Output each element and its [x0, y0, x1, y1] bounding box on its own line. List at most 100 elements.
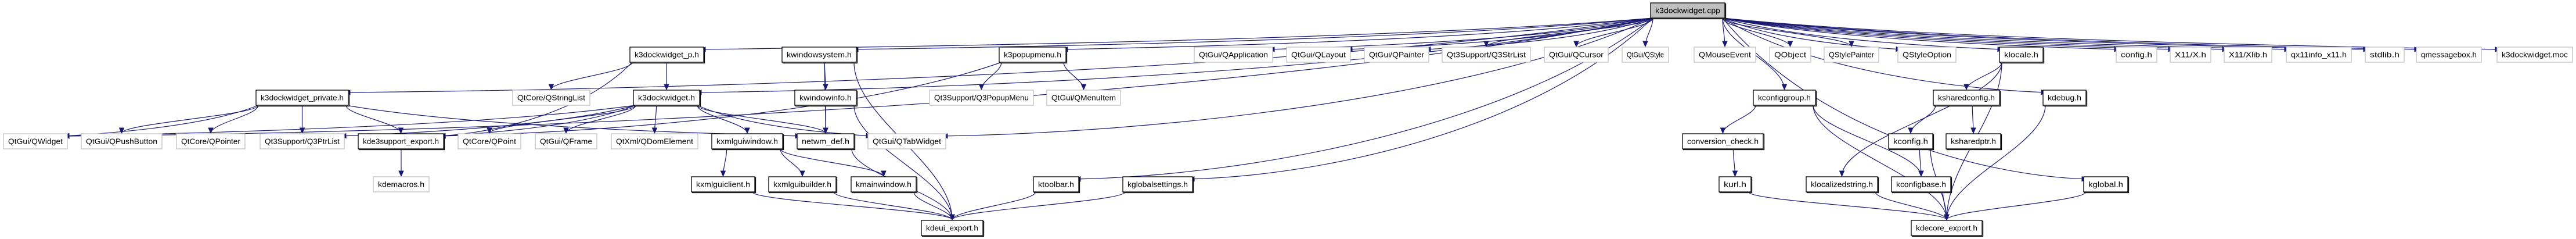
node-box [2416, 47, 2482, 63]
edge-k3dockwidget_cpp-to-X11_X_h [1722, 17, 2174, 50]
node-label: config.h [2121, 51, 2152, 59]
node-label: QtCore/QPoint [463, 137, 516, 146]
node-kdecore-export-h[interactable]: kdecore_export.h [1911, 220, 1984, 237]
node-conversion-check-h[interactable]: conversion_check.h [1682, 133, 1765, 151]
node-box [535, 133, 597, 149]
edge-kxmlguiwindow_h-to-kxmlguibuilder_h [780, 148, 803, 177]
edge-k3dockwidget_cpp-to-kwindowsystem_h [852, 17, 1653, 50]
node-q3ptrlist: Qt3Support/Q3PtrList [260, 133, 345, 149]
node-kwindowsystem-h[interactable]: kwindowsystem.h [781, 47, 858, 64]
node-box [1769, 47, 1811, 63]
node-kmainwindow-h[interactable]: kmainwindow.h [851, 176, 918, 194]
arrowhead-icon [1720, 127, 1726, 134]
node-label: kxmlguiwindow.h [716, 137, 778, 146]
edge-kwindowinfo_h-to-kdeui_export_h [853, 105, 953, 220]
node-box [1286, 47, 1351, 63]
arrowhead-icon [1963, 84, 1969, 91]
node-box [999, 47, 1067, 63]
edge-k3dockwidget_cpp-to-k3popupmenu_h [1062, 17, 1653, 50]
node-qpoint: QtCore/QPoint [457, 133, 521, 149]
node-label: stdlib.h [2370, 51, 2400, 59]
node-kglobalsettings-h[interactable]: kglobalsettings.h [1122, 176, 1194, 194]
edge-kxmlguiwindow_h-to-kmainwindow_h [780, 148, 884, 177]
node-label: kurl.h [1724, 180, 1746, 189]
node-box [512, 90, 590, 106]
node-box [81, 133, 163, 149]
arrowhead-icon [744, 127, 750, 134]
node-kdeui-export-h[interactable]: kdeui_export.h [921, 220, 985, 237]
node-k3popupmenu-h[interactable]: k3popupmenu.h [999, 47, 1068, 64]
edge-k3dockwidget_h-to-netwm_def_h [697, 105, 826, 134]
node-label: k3dockwidget_p.h [635, 51, 699, 59]
node-label: kmainwindow.h [856, 180, 911, 189]
node-kglobal-h[interactable]: kglobal.h [2083, 176, 2130, 194]
node-klocale-h[interactable]: klocale.h [1999, 47, 2045, 64]
node-box [797, 133, 855, 149]
edge-k3dockwidget_cpp-to-QStylePainter [1722, 17, 1852, 47]
node-k3dockwidget-p-h[interactable]: k3dockwidget_p.h [629, 47, 705, 64]
node-ksharedconfig-h[interactable]: ksharedconfig.h [1933, 90, 2001, 107]
node-label: ktoolbar.h [1038, 180, 1074, 189]
node-qstyle: QtGui/QStyle [1622, 47, 1669, 63]
node-box [1933, 90, 2000, 106]
node-kxmlguiwindow-h[interactable]: kxmlguiwindow.h [711, 133, 784, 151]
node-kdebug-h[interactable]: kdebug.h [2042, 90, 2088, 107]
node-label: QtGui/QCursor [1549, 51, 1604, 59]
node-label: QStyleOption [1903, 51, 1951, 59]
node-ksharedptr-h[interactable]: ksharedptr.h [1945, 133, 2002, 151]
node-label: QtCore/QPointer [181, 137, 241, 146]
node-stdlib-h: stdlib.h [2365, 47, 2405, 63]
node-kurl-h[interactable]: kurl.h [1718, 176, 1753, 194]
node-box [1046, 90, 1121, 106]
node-box [711, 133, 783, 149]
node-box [1753, 90, 1816, 106]
node-kde3support-export-h[interactable]: kde3support_export.h [358, 133, 445, 151]
node-box [768, 176, 837, 192]
edge-kxmlguibuilder_h-to-kdeui_export_h [833, 191, 953, 220]
node-label: QtGui/QMenuItem [1051, 94, 1116, 102]
edge-k3dockwidget_h-to-Q3PtrList [340, 105, 636, 137]
node-kxmlguibuilder-h[interactable]: kxmlguibuilder.h [768, 176, 838, 194]
arrowhead-icon [1573, 41, 1579, 48]
node-label: kwindowinfo.h [799, 94, 852, 102]
node-kconfiggroup-h[interactable]: kconfiggroup.h [1753, 90, 1817, 107]
node-kxmlguiclient-h[interactable]: kxmlguiclient.h [691, 176, 756, 194]
node-k3dockwidget-h[interactable]: k3dockwidget.h [633, 90, 701, 107]
node-box [1364, 47, 1429, 63]
node-k3dockwidget-private-h[interactable]: k3dockwidget_private.h [255, 90, 350, 107]
edge-kconfiggroup_h-to-kdecore_export_h [1813, 105, 1947, 220]
node-box [691, 176, 755, 192]
node-kconfig-h[interactable]: kconfig.h [1888, 133, 1934, 151]
node-q3strlist: Qt3Support/Q3StrList [1442, 47, 1531, 63]
edge-kdebug_h-to-kdecore_export_h [1946, 105, 2046, 220]
node-box [1806, 176, 1878, 192]
node-box [1824, 47, 1879, 63]
arrowhead-icon [1849, 41, 1854, 48]
node-box [176, 133, 246, 149]
node-box [1682, 133, 1764, 149]
node-label: QtGui/QTabWidget [873, 137, 941, 146]
node-netwm-def-h[interactable]: netwm_def.h [797, 133, 856, 151]
arrowhead-icon [1787, 41, 1793, 48]
node-ktoolbar-h[interactable]: ktoolbar.h [1033, 176, 1080, 194]
arrowhead-icon [799, 170, 805, 177]
arrowhead-icon [118, 127, 125, 134]
node-kwindowinfo-h[interactable]: kwindowinfo.h [794, 90, 858, 107]
edge-k3dockwidget_private_h-to-netwm_def_h [345, 105, 801, 137]
node-k3dockwidget-cpp[interactable]: k3dockwidget.cpp [1650, 2, 1727, 20]
arrowhead-icon [1483, 41, 1489, 48]
edge-k3dockwidget_cpp-to-klocale_h [1722, 17, 2004, 50]
arrowhead-icon [1722, 41, 1728, 48]
node-klocalizedstring-h[interactable]: klocalizedstring.h [1806, 176, 1879, 194]
node-box [1544, 47, 1609, 63]
node-label: kwindowsystem.h [787, 51, 852, 59]
node-box [260, 133, 345, 149]
node-box [1694, 47, 1756, 63]
node-label: klocale.h [2004, 51, 2038, 59]
node-qdomelement: QtXml/QDomElement [611, 133, 698, 149]
node-box [373, 176, 430, 192]
node-label: k3dockwidget.h [638, 94, 695, 102]
node-label: kglobal.h [2088, 180, 2123, 189]
node-kconfigbase-h[interactable]: kconfigbase.h [1891, 176, 1952, 194]
arrowhead-icon [1781, 84, 1788, 91]
